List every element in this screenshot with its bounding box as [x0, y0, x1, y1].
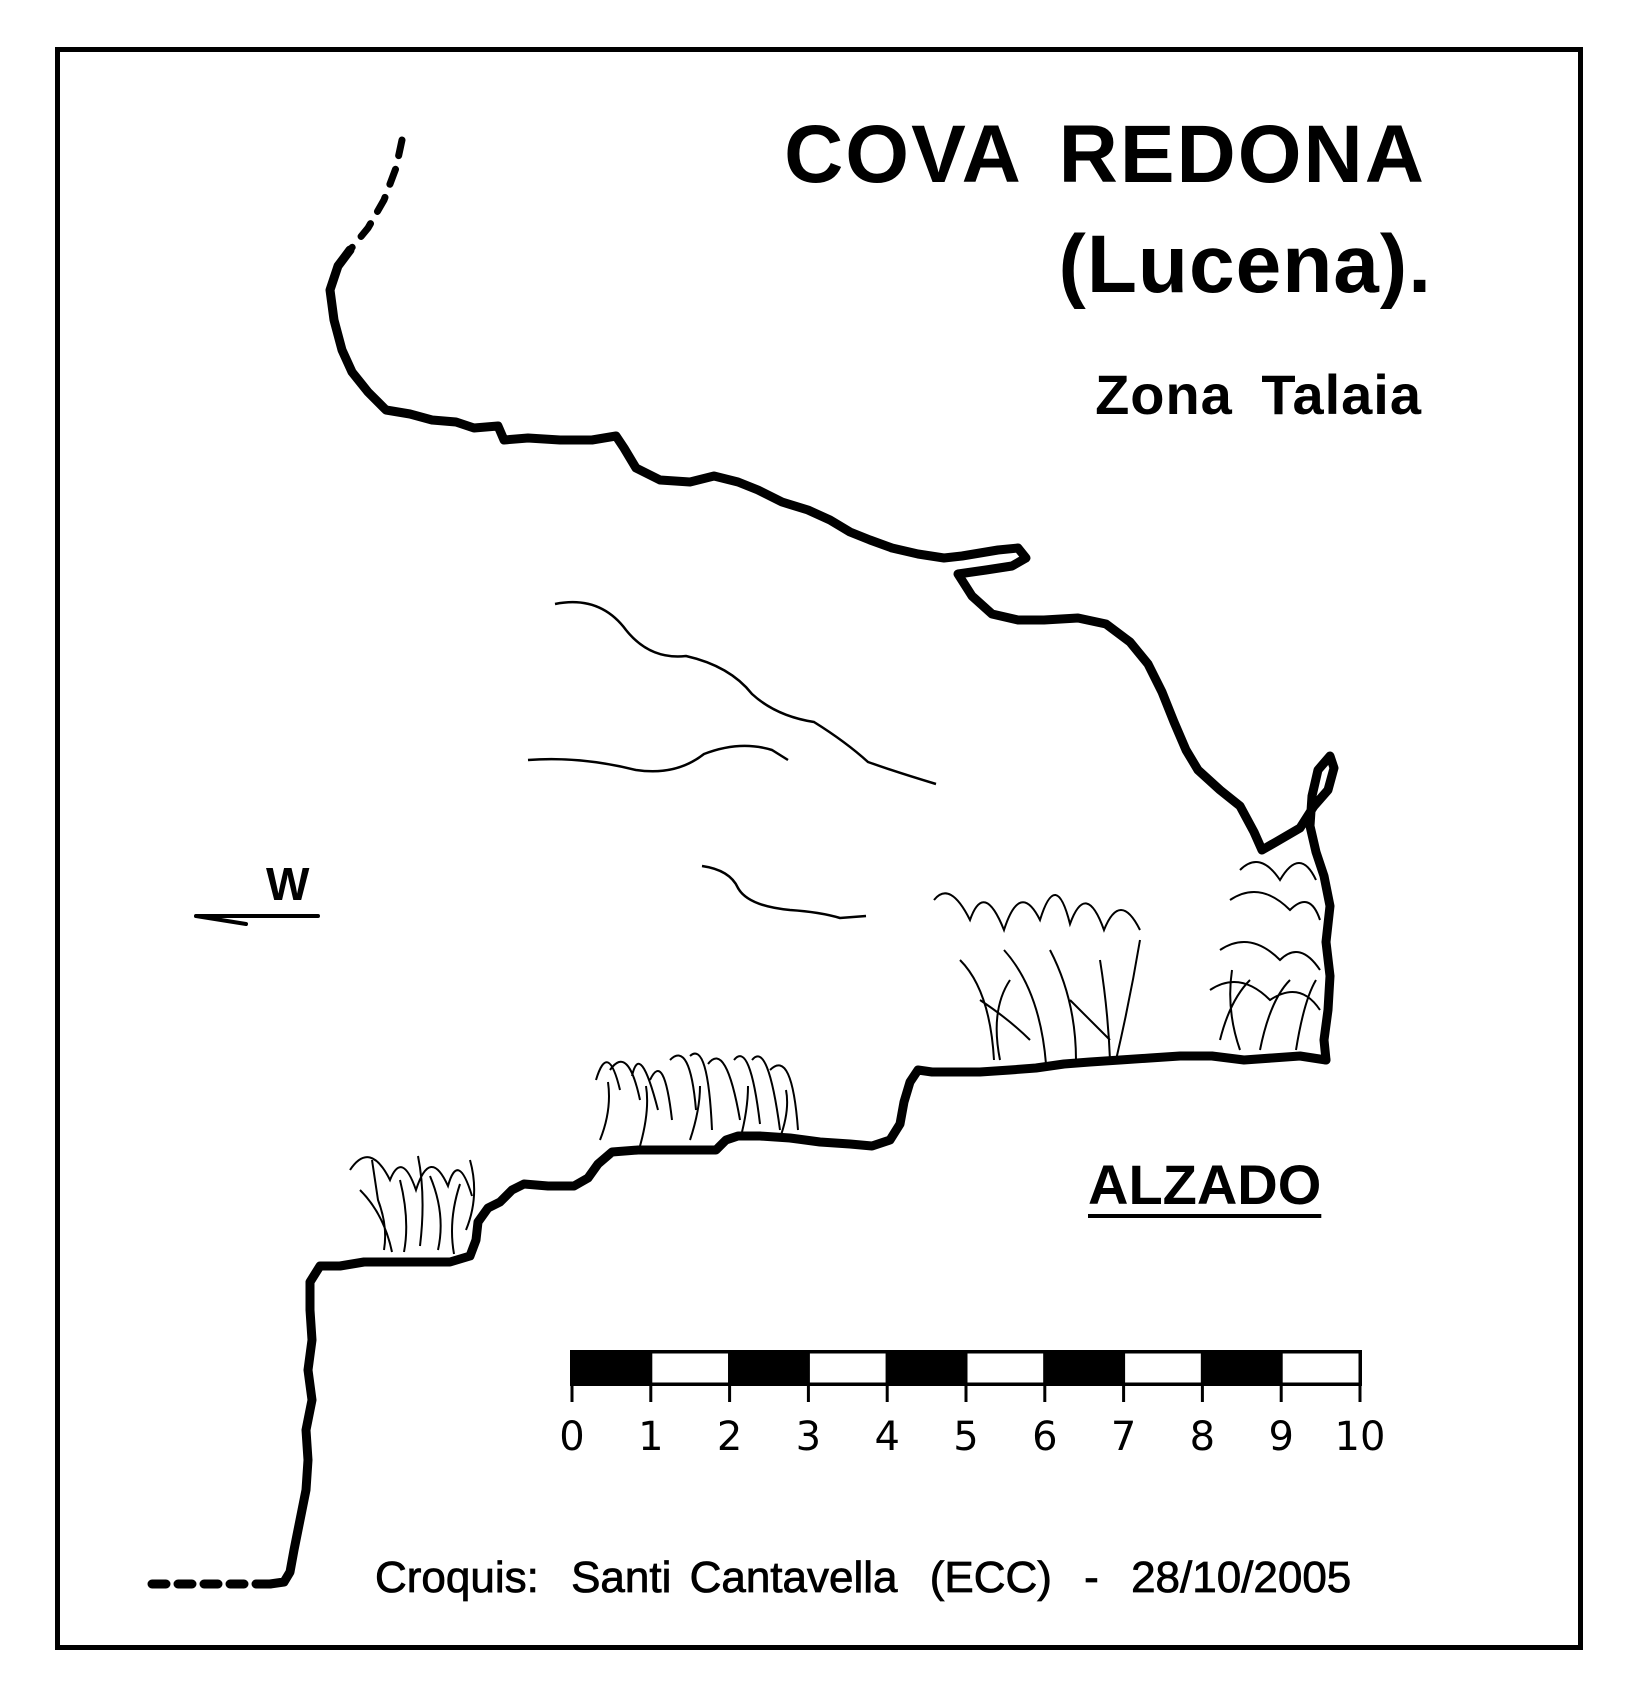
- scale-tick-label: 2: [717, 1414, 742, 1460]
- scale-tick-label: 6: [1032, 1414, 1057, 1460]
- interior-line-2: [527, 744, 789, 773]
- scale-tick-label: 4: [874, 1414, 899, 1460]
- scale-segment: [728, 1350, 810, 1386]
- interior-line-1: [554, 600, 937, 786]
- scale-tick-label: 0: [559, 1414, 584, 1460]
- cave-ceiling-outline: [325, 245, 1339, 1065]
- interior-line-3: [701, 864, 867, 920]
- scale-tick-label: 9: [1268, 1414, 1293, 1460]
- credit-date: 28/10/2005: [1131, 1553, 1352, 1603]
- scale-segment: [1200, 1350, 1283, 1386]
- credit-line: Croquis: Santi Cantavella (ECC) - 28/10/…: [375, 1553, 1365, 1603]
- upper-dashed-extension: [346, 136, 406, 254]
- scale-segment: [1043, 1350, 1126, 1386]
- vegetation-shrub-3: [933, 892, 1141, 1065]
- view-type-label: ALZADO: [1088, 1153, 1322, 1216]
- scale-tick-label: 10: [1335, 1414, 1386, 1460]
- vegetation-grass-2: [595, 1052, 799, 1147]
- vegetation-shrub-1: [349, 1155, 476, 1255]
- scale-segment: [885, 1350, 968, 1386]
- credit-separator: -: [1084, 1553, 1099, 1603]
- scale-segment: [570, 1350, 653, 1386]
- scale-segment: [964, 1350, 1047, 1386]
- cave-floor-outline: [265, 1051, 1331, 1589]
- sheet-border: [55, 47, 1583, 1650]
- vegetation-shrub-4: [1209, 861, 1321, 1051]
- scale-tick-label: 3: [796, 1414, 821, 1460]
- credit-prefix: Croquis:: [375, 1553, 540, 1603]
- scale-segment: [806, 1350, 889, 1386]
- scale-tick-label: 8: [1190, 1414, 1215, 1460]
- scale-segment: [649, 1350, 732, 1386]
- scale-segment: [1122, 1350, 1204, 1386]
- scale-tick-label: 5: [953, 1414, 978, 1460]
- cave-location: (Lucena).: [1058, 219, 1432, 310]
- credit-author: Santi Cantavella: [571, 1553, 898, 1603]
- cave-title: COVA REDONA: [784, 109, 1426, 200]
- scale-bar: 0 1 2 3 4 5 6 7 8 9 10: [559, 1350, 1386, 1460]
- scale-tick-label: 7: [1111, 1414, 1136, 1460]
- scale-tick-label: 1: [638, 1414, 663, 1460]
- zone-label: Zona Talaia: [1095, 363, 1422, 426]
- west-arrow: [194, 914, 320, 926]
- credit-group: (ECC): [929, 1553, 1052, 1603]
- scale-segment: [1279, 1350, 1362, 1386]
- orientation-label: W: [266, 858, 310, 910]
